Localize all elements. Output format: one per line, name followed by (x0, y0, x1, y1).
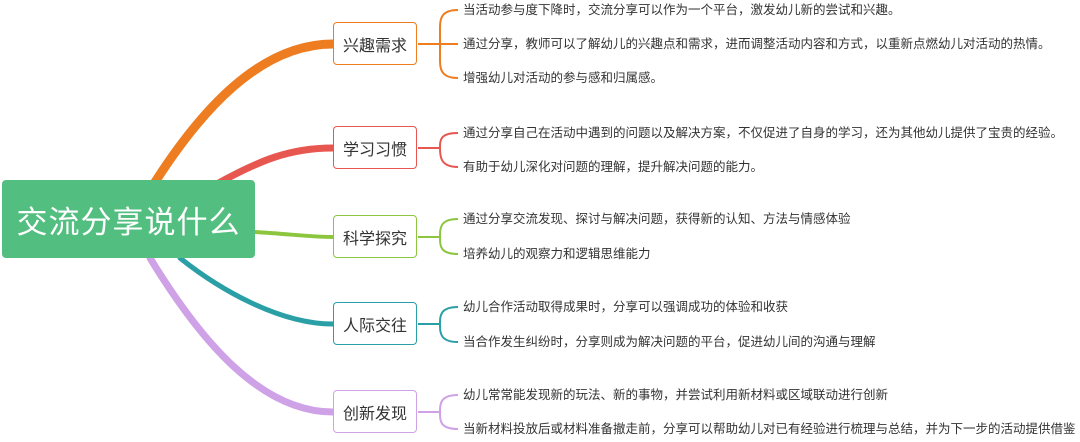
connector-social (177, 255, 336, 327)
connector-habit (211, 144, 337, 189)
leaf-item[interactable]: 培养幼儿的观察力和逻辑思维能力 (463, 246, 651, 261)
branch-learning-habits[interactable]: 学习习惯 (333, 126, 417, 169)
branch-science-inquiry[interactable]: 科学探究 (333, 215, 417, 258)
leaf-item[interactable]: 有助于幼儿深化对问题的理解，提升解决问题的能力。 (463, 159, 764, 174)
branch-social[interactable]: 人际交往 (333, 302, 417, 345)
connector-interest (145, 39, 338, 195)
leaf-item[interactable]: 增强幼儿对活动的参与感和归属感。 (463, 70, 664, 85)
leaf-item[interactable]: 幼儿合作活动取得成果时，分享可以强调成功的体验和收获 (463, 299, 789, 314)
leaf-item[interactable]: 幼儿常常能发现新的玩法、新的事物，并尝试利用新材料或区域联动进行创新 (463, 387, 889, 402)
branch-innovation[interactable]: 创新发现 (333, 390, 417, 433)
branch-interest-needs[interactable]: 兴趣需求 (333, 22, 417, 65)
root-node[interactable]: 交流分享说什么 (2, 180, 255, 258)
leaf-item[interactable]: 通过分享，教师可以了解幼儿的兴趣点和需求，进而调整活动内容和方式，以重新点燃幼儿… (463, 36, 1051, 51)
leaf-item[interactable]: 当合作发生纠纷时，分享则成为解决问题的平台，促进幼儿间的沟通与理解 (463, 334, 876, 349)
leaf-item[interactable]: 通过分享交流发现、探讨与解决问题，获得新的认知、方法与情感体验 (463, 211, 851, 226)
leaf-item[interactable]: 当活动参与度下降时，交流分享可以作为一个平台，激发幼儿新的尝试和兴趣。 (463, 2, 901, 17)
connector-innovation (146, 254, 337, 416)
leaf-item[interactable]: 当新材料投放后或材料准备撤走前，分享可以帮助幼儿对已有经验进行梳理与总结，并为下… (463, 421, 1076, 436)
leaf-item[interactable]: 通过分享自己在活动中遇到的问题以及解决方案，不仅促进了自身的学习，还为其他幼儿提… (463, 125, 1064, 140)
connector-science (253, 230, 335, 239)
